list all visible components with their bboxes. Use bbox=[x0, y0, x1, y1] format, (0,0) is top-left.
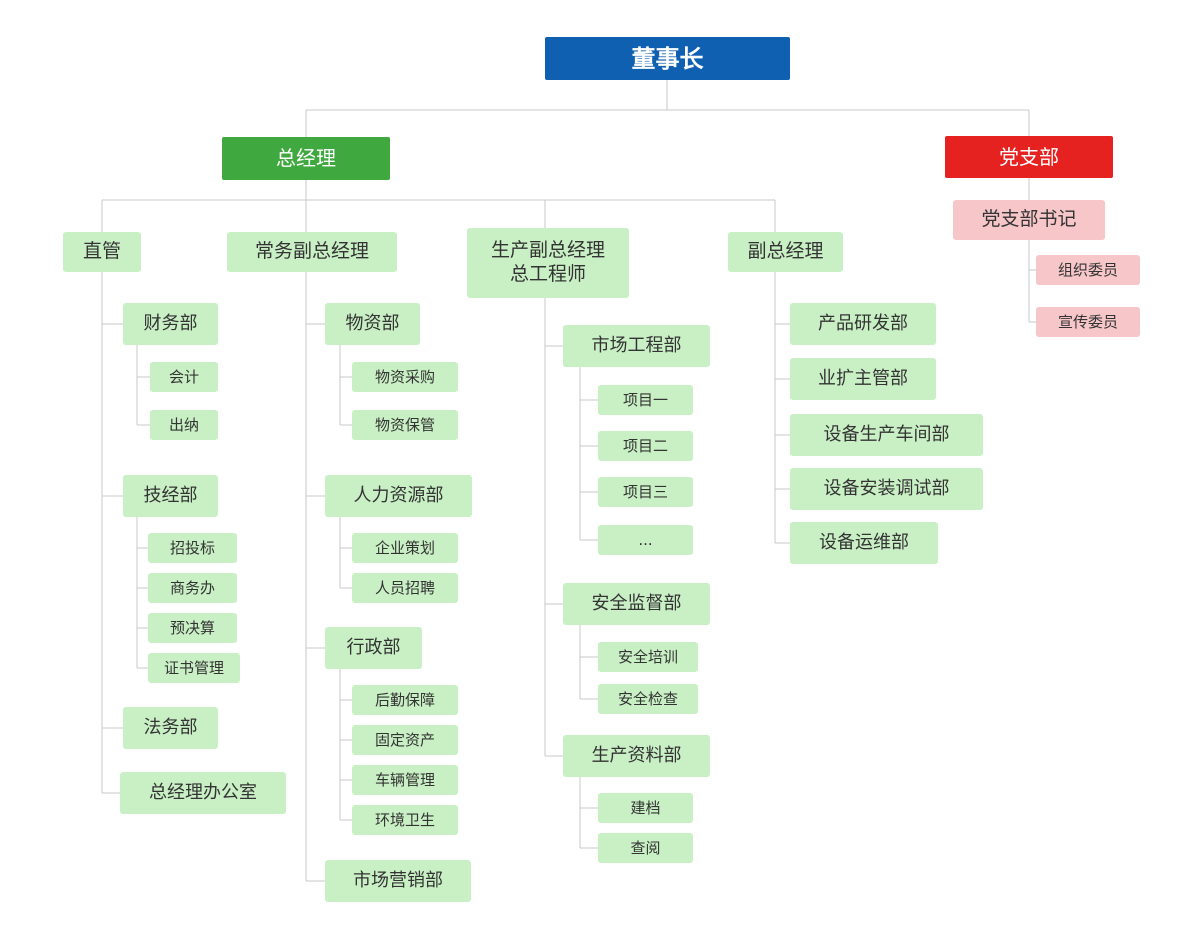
node-direct-management: 直管 bbox=[63, 232, 141, 272]
node-market-engineering-dept: 市场工程部 bbox=[563, 325, 710, 367]
node-chairman: 董事长 bbox=[545, 37, 790, 80]
node-equipment-om-dept: 设备运维部 bbox=[790, 522, 938, 564]
node-finance-dept: 财务部 bbox=[123, 303, 218, 345]
node-deputy-gm: 副总经理 bbox=[728, 232, 843, 272]
node-equipment-installation-dept: 设备安装调试部 bbox=[790, 468, 983, 510]
node-safety-inspection: 安全检查 bbox=[598, 684, 698, 714]
node-certificate-management: 证书管理 bbox=[148, 653, 240, 683]
node-tech-econ-dept: 技经部 bbox=[123, 475, 218, 517]
node-safety-training: 安全培训 bbox=[598, 642, 698, 672]
node-business-expansion-dept: 业扩主管部 bbox=[790, 358, 936, 400]
node-materials-storage: 物资保管 bbox=[352, 410, 458, 440]
node-general-manager: 总经理 bbox=[222, 137, 390, 180]
node-equipment-production-dept: 设备生产车间部 bbox=[790, 414, 983, 456]
node-organization-member: 组织委员 bbox=[1036, 255, 1140, 285]
node-project-3: 项目三 bbox=[598, 477, 693, 507]
node-materials-dept: 物资部 bbox=[325, 303, 420, 345]
node-marketing-dept: 市场营销部 bbox=[325, 860, 471, 902]
node-business-office: 商务办 bbox=[148, 573, 237, 603]
node-fixed-assets: 固定资产 bbox=[352, 725, 458, 755]
node-product-rd-dept: 产品研发部 bbox=[790, 303, 936, 345]
node-executive-deputy-gm: 常务副总经理 bbox=[227, 232, 397, 272]
node-budget-final: 预决算 bbox=[148, 613, 237, 643]
node-bidding: 招投标 bbox=[148, 533, 237, 563]
node-gm-office: 总经理办公室 bbox=[120, 772, 286, 814]
node-logistics: 后勤保障 bbox=[352, 685, 458, 715]
node-safety-supervision-dept: 安全监督部 bbox=[563, 583, 710, 625]
node-legal-dept: 法务部 bbox=[123, 707, 218, 749]
node-vehicle-management: 车辆管理 bbox=[352, 765, 458, 795]
node-production-materials-dept: 生产资料部 bbox=[563, 735, 710, 777]
node-party-secretary: 党支部书记 bbox=[953, 200, 1105, 240]
node-filing: 建档 bbox=[598, 793, 693, 823]
node-accounting: 会计 bbox=[150, 362, 218, 392]
node-review: 查阅 bbox=[598, 833, 693, 863]
node-enterprise-planning: 企业策划 bbox=[352, 533, 458, 563]
node-production-deputy-gm: 生产副总经理 总工程师 bbox=[467, 228, 629, 298]
node-project-1: 项目一 bbox=[598, 385, 693, 415]
node-cashier: 出纳 bbox=[150, 410, 218, 440]
node-sanitation: 环境卫生 bbox=[352, 805, 458, 835]
node-publicity-member: 宣传委员 bbox=[1036, 307, 1140, 337]
node-project-more: ... bbox=[598, 525, 693, 555]
node-materials-purchasing: 物资采购 bbox=[352, 362, 458, 392]
node-admin-dept: 行政部 bbox=[325, 627, 422, 669]
node-party-branch: 党支部 bbox=[945, 136, 1113, 178]
node-recruiting: 人员招聘 bbox=[352, 573, 458, 603]
node-project-2: 项目二 bbox=[598, 431, 693, 461]
node-hr-dept: 人力资源部 bbox=[325, 475, 472, 517]
